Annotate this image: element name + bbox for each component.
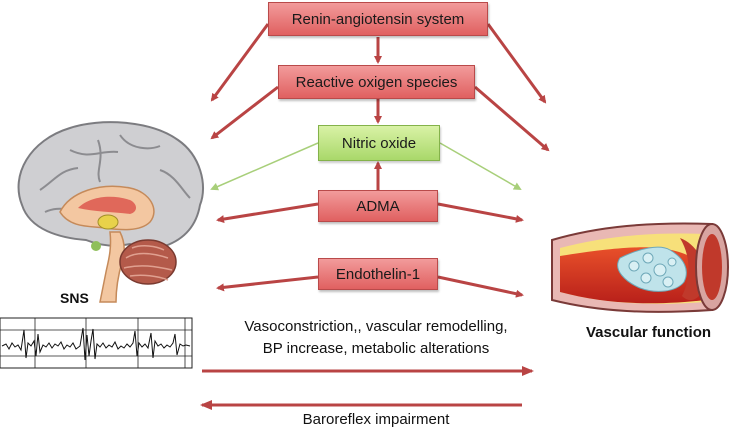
arrow-adma-to-vascular xyxy=(437,202,524,223)
vessel-illustration xyxy=(551,222,729,313)
brain-illustration xyxy=(17,121,204,303)
sns-label: SNS xyxy=(60,290,89,306)
vascular-function-label: Vascular function xyxy=(586,324,712,341)
arrow-adma-to-sns xyxy=(216,202,319,224)
effects-line-2: BP increase, metabolic alterations xyxy=(262,340,490,357)
adma-box: ADMA xyxy=(318,190,438,222)
arrow-ros-to-vascular xyxy=(474,85,550,152)
arrow-ras-to-vascular xyxy=(486,23,547,104)
arrow-et1-to-vascular xyxy=(437,275,524,298)
renin-angiotensin-box: Renin-angiotensin system xyxy=(268,2,488,36)
arrow-ras-to-sns xyxy=(210,23,270,102)
reactive-oxygen-species-box: Reactive oxigen species xyxy=(278,65,475,99)
arrow-ros-to-sns xyxy=(210,85,279,140)
effects-line-1: Vasoconstriction,, vascular remodelling, xyxy=(244,318,508,335)
endothelin-1-box: Endothelin-1 xyxy=(318,258,438,290)
baroreflex-label: Baroreflex impairment xyxy=(302,411,450,428)
arrow-no-to-sns xyxy=(210,142,319,191)
nitric-oxide-box: Nitric oxide xyxy=(318,125,440,161)
eeg-trace xyxy=(0,317,193,369)
arrow-no-to-vascular xyxy=(439,142,522,190)
arrow-et1-to-sns xyxy=(216,275,319,292)
